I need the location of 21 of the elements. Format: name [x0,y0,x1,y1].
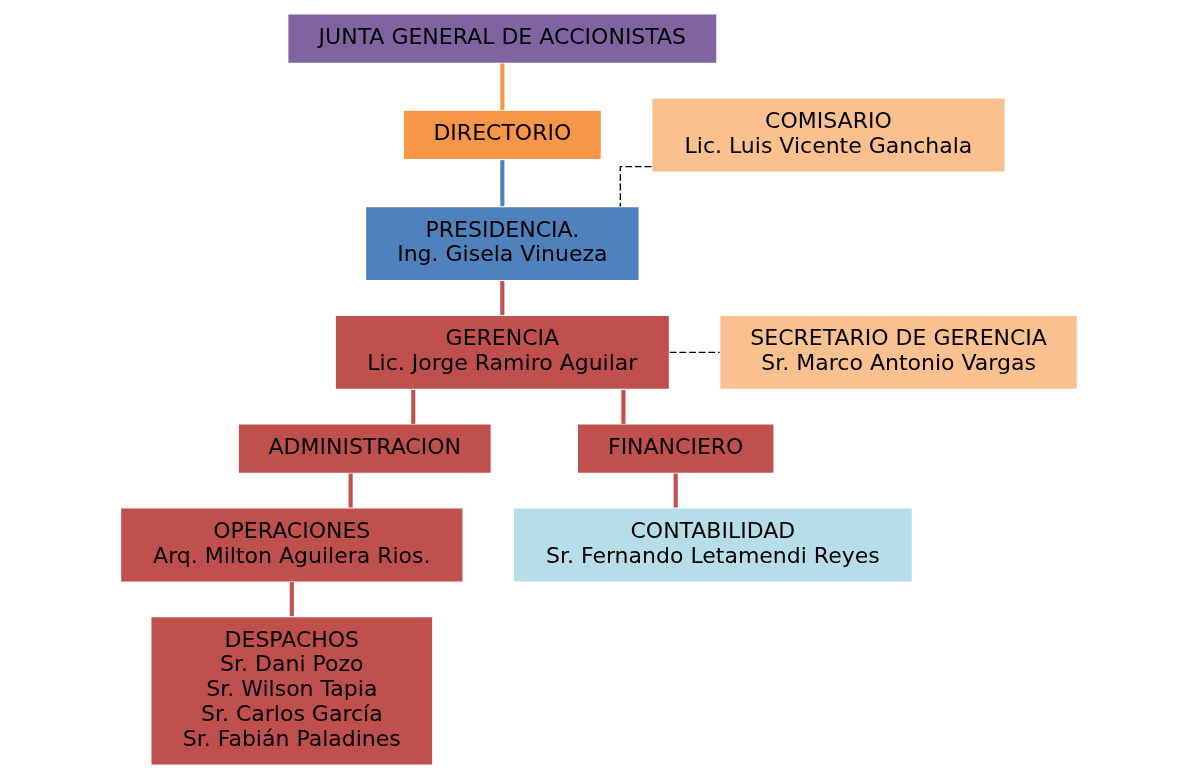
node-box: DESPACHOS Sr. Dani Pozo Sr. Wilson Tapia Sr. Carlos García Sr. Fabián Paladines [150,615,434,766]
node-box: CONTABILIDAD Sr. Fernando Letamendi Reyes [512,507,914,583]
node-box: ADMINISTRACION [237,423,492,475]
connector [619,165,653,208]
connector [348,473,353,508]
node-box: OPERACIONES Arq. Milton Aguilera Rios. [119,507,464,583]
node-box: FINANCIERO [576,423,775,475]
node-box: JUNTA GENERAL DE ACCIONISTAS [287,13,718,65]
connector [411,389,416,424]
node-box: GERENCIA Lic. Jorge Ramiro Aguilar [334,314,671,391]
connector [500,160,505,207]
connector [673,473,678,508]
connector [621,389,626,424]
node-box: PRESIDENCIA. Ing. Gisela Vinueza [364,205,640,282]
node-box: COMISARIO Lic. Luis Vicente Ganchala [650,97,1006,173]
node-box: SECRETARIO DE GERENCIA Sr. Marco Antonio Vargas [719,314,1079,391]
connector [500,281,505,315]
node-box: DIRECTORIO [402,109,603,161]
connector [500,63,505,110]
connector [289,582,294,617]
connector [669,351,721,354]
